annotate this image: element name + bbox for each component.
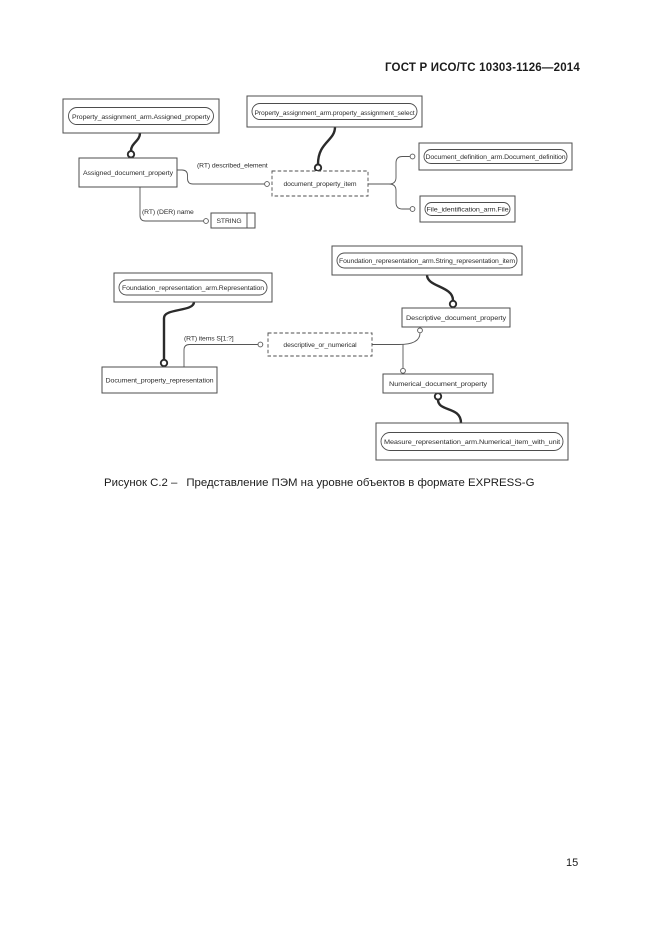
edge-numerical-item-with-unit-ref: [433, 392, 463, 425]
node-numerical-item-with-unit-ref: Measure_representation_arm.Numerical_ite…: [375, 422, 569, 461]
node-label: descriptive_or_numerical: [283, 342, 357, 349]
node-label: Measure_representation_arm.Numerical_ite…: [384, 439, 560, 446]
node-label: Foundation_representation_arm.String_rep…: [339, 258, 515, 265]
node-descriptive-document-property: Descriptive_document_property: [401, 307, 511, 328]
node-document-property-representation: Document_property_representation: [101, 366, 218, 394]
node-assigned-property-ref: Property_assignment_arm.Assigned_propert…: [62, 98, 220, 134]
node-label: document_property_item: [284, 181, 357, 188]
edge-described-element: (RT) described_element: [177, 163, 270, 187]
figure-caption-text: Представление ПЭМ на уровне объектов в ф…: [186, 477, 535, 489]
node-label: Document_property_representation: [106, 378, 214, 385]
node-representation-ref: Foundation_representation_arm.Representa…: [113, 272, 273, 303]
node-label: Descriptive_document_property: [406, 315, 507, 322]
node-document-definition-ref: Document_definition_arm.Document_definit…: [418, 142, 573, 171]
node-label: Property_assignment_arm.Assigned_propert…: [72, 114, 211, 121]
edge-select-branches-document-item: [368, 153, 416, 212]
node-assigned-document-property: Assigned_document_property: [78, 157, 178, 188]
node-label: Numerical_document_property: [389, 381, 488, 388]
edge-items: (RT) items S[1:?]: [183, 336, 264, 367]
edge-label-der-name: (RT) (DER) name: [142, 209, 194, 216]
edge-label-items: (RT) items S[1:?]: [184, 336, 234, 343]
node-label: File_identification_arm.File: [427, 207, 509, 214]
edge-property-assignment-select-ref: [313, 125, 337, 172]
node-descriptive-or-numerical: descriptive_or_numerical: [267, 332, 373, 357]
page-header-standard-ref: ГОСТ Р ИСО/ТС 10303-1126—2014: [384, 62, 580, 74]
page-number: 15: [566, 857, 579, 869]
node-label: STRING: [216, 218, 241, 225]
edge-string-representation-item-ref: [425, 273, 458, 309]
node-label: Foundation_representation_arm.Representa…: [122, 285, 264, 292]
edge-name-string: (RT) (DER) name: [139, 187, 209, 224]
edge-label-described-element: (RT) described_element: [197, 163, 268, 170]
node-string-representation-item-ref: Foundation_representation_arm.String_rep…: [331, 245, 523, 276]
figure-caption: Рисунок С.2 – Представление ПЭМ на уровне…: [104, 477, 534, 489]
edge-assigned-property-ref: [126, 131, 142, 159]
edge-representation-ref: [159, 300, 196, 368]
node-label: Document_definition_arm.Document_definit…: [426, 154, 566, 161]
node-property-assignment-select-ref: Property_assignment_arm.property_assignm…: [246, 95, 423, 128]
node-file-identification-ref: File_identification_arm.File: [419, 195, 516, 223]
node-label: Property_assignment_arm.property_assignm…: [255, 110, 415, 117]
node-string-simple-type: STRING: [210, 212, 256, 229]
edge-select-branches-descriptive-numerical: [372, 327, 423, 374]
node-document-property-item: document_property_item: [271, 170, 369, 197]
node-numerical-document-property: Numerical_document_property: [382, 373, 494, 394]
node-label: Assigned_document_property: [83, 170, 174, 177]
figure-caption-label: Рисунок С.2 –: [104, 477, 178, 489]
